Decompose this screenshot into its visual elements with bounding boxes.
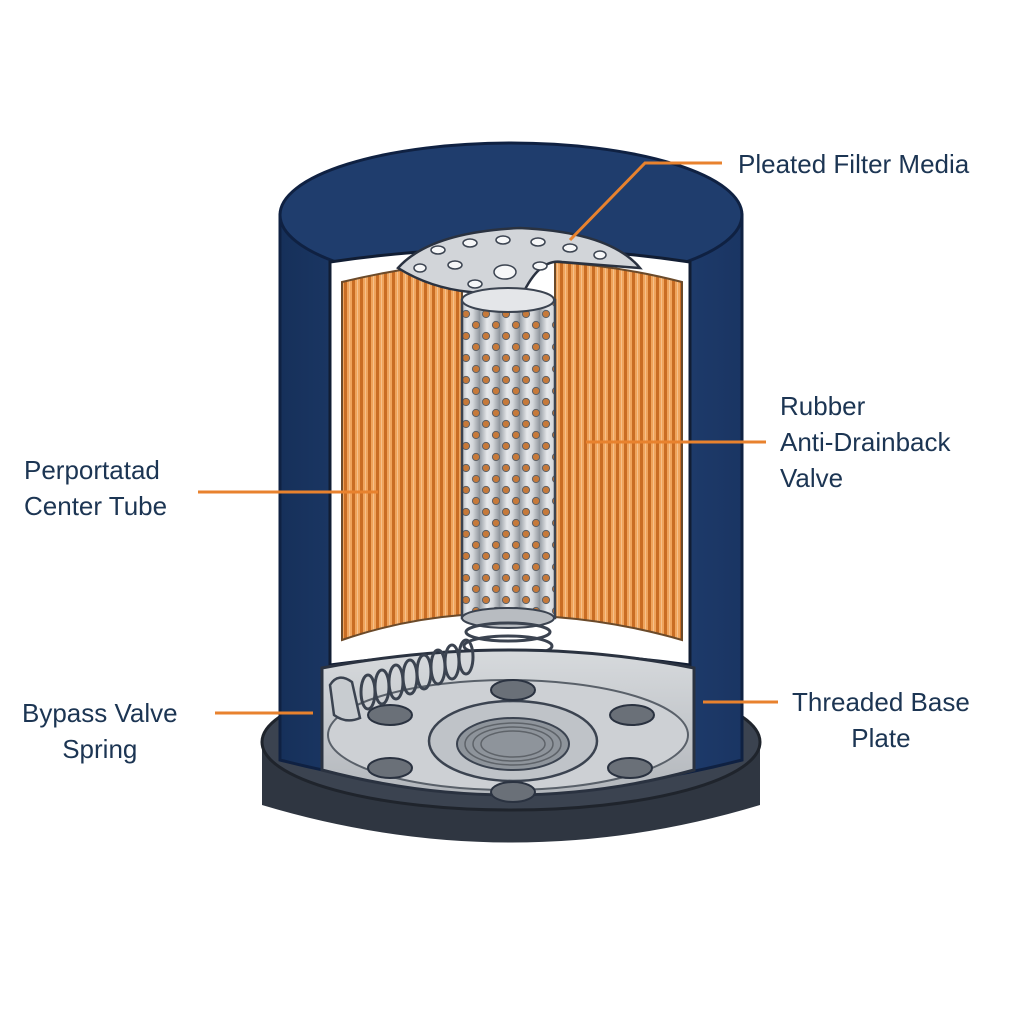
leader-lines: [198, 161, 778, 715]
label-line: Plate: [851, 723, 911, 753]
label-perforated-center-tube: Perportatad Center Tube: [24, 452, 167, 524]
leader-pleated-filter-media: [568, 161, 722, 242]
label-line: Threaded Base: [792, 687, 970, 717]
label-bypass-valve-spring: Bypass Valve Spring: [22, 695, 178, 767]
label-line: Spring: [62, 734, 138, 764]
label-line: Valve: [780, 463, 844, 493]
label-rubber-anti-drainback-valve: Rubber Anti-Drainback Valve: [780, 388, 951, 496]
label-pleated-filter-media: Pleated Filter Media: [738, 146, 969, 182]
perforated-center-tube: [460, 287, 557, 629]
label-line: Center Tube: [24, 491, 168, 521]
top-end-cap: [396, 226, 643, 302]
bypass-valve-spring: [328, 638, 475, 722]
label-pleated-filter-media-text: Pleated Filter Media: [738, 149, 970, 179]
label-line: Rubber: [780, 391, 866, 421]
label-threaded-base-plate: Threaded Base Plate: [792, 684, 970, 756]
label-line: Anti-Drainback: [780, 427, 951, 457]
label-line: Perportatad: [24, 455, 160, 485]
label-line: Bypass Valve: [22, 698, 178, 728]
